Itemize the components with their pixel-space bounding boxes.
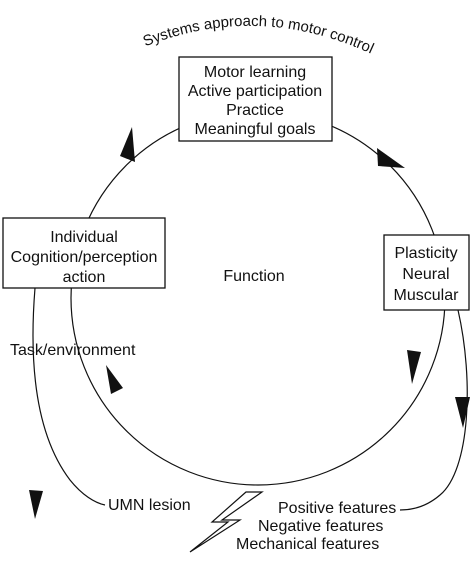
negative-features-label: Negative features — [258, 518, 383, 535]
mechanical-features-label: Mechanical features — [236, 536, 379, 553]
box-individual — [2, 217, 166, 289]
left-box-line-1: Individual — [50, 229, 118, 246]
cycle-arrow-upper-right — [377, 148, 405, 168]
center-function-label: Function — [223, 268, 284, 285]
top-box-line-2: Active participation — [188, 83, 322, 100]
outer-arrow-left — [29, 490, 43, 519]
right-box-line-2: Neural — [402, 266, 449, 283]
top-box-line-4: Meaningful goals — [195, 121, 316, 138]
diagram-title: Systems approach to motor control — [141, 13, 377, 58]
outer-loop-right — [399, 309, 468, 511]
box-plasticity — [383, 234, 470, 311]
box-motor-learning — [178, 56, 333, 142]
cycle-arrow-lower-right — [407, 350, 421, 384]
left-box-line-2: Cognition/perception — [11, 249, 158, 266]
top-box-line-3: Practice — [226, 102, 284, 119]
cycle-arrow-lower-left — [106, 365, 123, 394]
cycle-arrow-upper-left — [120, 127, 135, 162]
left-box-line-3: action — [63, 269, 106, 286]
outer-arrow-right — [455, 397, 470, 428]
outer-loop-left — [32, 287, 106, 506]
lightning-bolt-icon — [189, 491, 264, 553]
task-environment-label: Task/environment — [10, 342, 136, 359]
umn-lesion-label: UMN lesion — [108, 497, 191, 514]
positive-features-label: Positive features — [278, 500, 396, 517]
right-box-line-1: Plasticity — [394, 245, 457, 262]
right-box-line-3: Muscular — [394, 287, 460, 304]
top-box-line-1: Motor learning — [204, 64, 306, 81]
